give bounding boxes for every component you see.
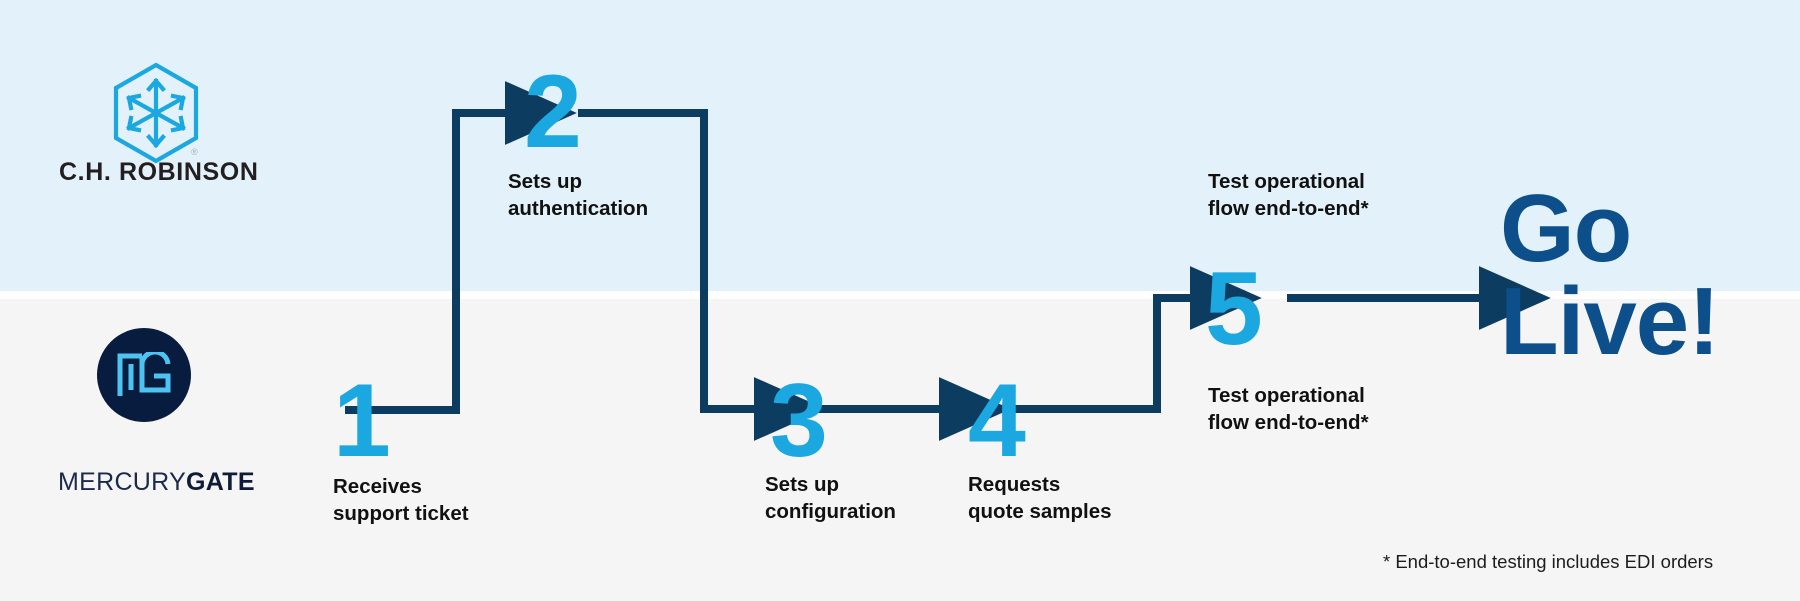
step-1-label: Receives support ticket [333, 475, 469, 526]
svg-text:®: ® [191, 147, 198, 157]
lane-band-chrobinson [0, 0, 1800, 291]
step-5-number: 5 [1205, 251, 1263, 367]
mercurygate-wordmark-light: MERCURY [58, 468, 187, 496]
mercurygate-mg-monogram-icon [117, 352, 171, 396]
chrobinson-wordmark: C.H. ROBINSON [59, 158, 259, 186]
step-4-label: Requests quote samples [968, 473, 1112, 524]
step-2-number: 2 [524, 54, 582, 170]
step-3-label: Sets up configuration [765, 473, 896, 524]
step-2-label: Sets up authentication [508, 170, 649, 221]
step-5-label-above: Test operational flow end-to-end* [1208, 170, 1369, 221]
step-3-number: 3 [770, 363, 828, 479]
step-5-label-below: Test operational flow end-to-end* [1208, 384, 1369, 435]
step-4-number: 4 [968, 363, 1026, 479]
chrobinson-hexagon-arrows-icon: ® [113, 62, 199, 164]
go-live-text: Go Live! [1500, 175, 1720, 376]
mercurygate-wordmark-bold: GATE [186, 468, 255, 496]
footnote-text: * End-to-end testing includes EDI orders [1383, 551, 1714, 572]
mercurygate-wordmark: MERCURYGATE [58, 468, 255, 497]
step-1-number: 1 [333, 363, 391, 479]
